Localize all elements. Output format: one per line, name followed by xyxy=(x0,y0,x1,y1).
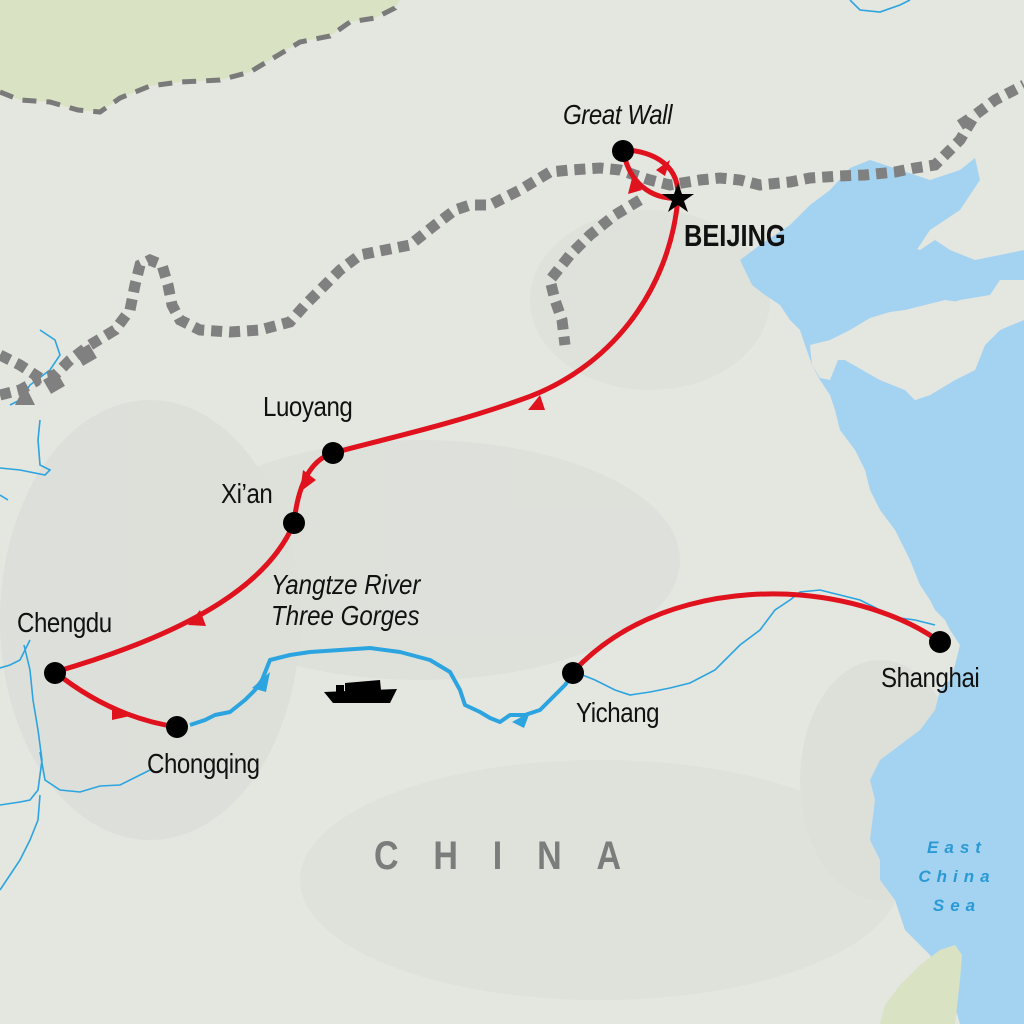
taiwan-island xyxy=(880,945,962,1024)
label-beijing: BEIJING xyxy=(684,218,786,253)
route-arrow-icon xyxy=(300,470,316,492)
shandong-peninsula xyxy=(810,300,1000,400)
route-arrow-icon xyxy=(112,706,130,720)
label-yichang: Yichang xyxy=(576,697,660,728)
city-dot-xian xyxy=(283,512,305,534)
label-chongqing: Chongqing xyxy=(147,748,260,779)
yangtze-river xyxy=(189,646,577,727)
boat-icon xyxy=(324,680,397,703)
label-great-wall: Great Wall xyxy=(563,99,673,130)
city-dot-luoyang xyxy=(322,442,344,464)
city-dot-chengdu xyxy=(44,662,66,684)
label-three-gorges: Yangtze River Three Gorges xyxy=(271,569,420,631)
label-three-gorges-line: Three Gorges xyxy=(271,600,420,631)
label-yangtze-river: Yangtze River xyxy=(271,569,421,600)
city-dot-chongqing xyxy=(166,716,188,738)
route-arrow-icon xyxy=(656,160,670,176)
great-wall xyxy=(0,80,1024,401)
city-dot-yichang xyxy=(562,662,584,684)
route-arrow-icon xyxy=(528,395,545,410)
sea-water xyxy=(740,158,1024,1024)
route-arrows xyxy=(112,160,670,720)
sea-label-line-3: Sea xyxy=(932,896,982,915)
label-east-china-sea: East China Sea xyxy=(912,833,1002,920)
river-direction-arrow-icon xyxy=(512,712,530,728)
label-shanghai: Shanghai xyxy=(881,662,980,693)
star-icon xyxy=(662,183,694,212)
city-dots xyxy=(44,140,951,738)
sea-label-line-2: China xyxy=(918,867,996,886)
route-arrow-icon xyxy=(628,178,642,194)
river-direction-arrow-icon xyxy=(252,672,270,692)
route-arrow-icon xyxy=(188,610,206,626)
label-country-china: CHINA xyxy=(374,834,656,878)
label-xian: Xi’an xyxy=(221,478,273,509)
national-border xyxy=(0,0,403,115)
city-dot-shanghai xyxy=(929,631,951,653)
sea-label-line-1: East xyxy=(927,838,987,857)
label-chengdu: Chengdu xyxy=(17,607,112,638)
label-luoyang: Luoyang xyxy=(263,391,353,422)
great-wall-west-end xyxy=(15,344,97,405)
mongolia-region xyxy=(0,0,400,112)
city-dot-great-wall xyxy=(612,140,634,162)
